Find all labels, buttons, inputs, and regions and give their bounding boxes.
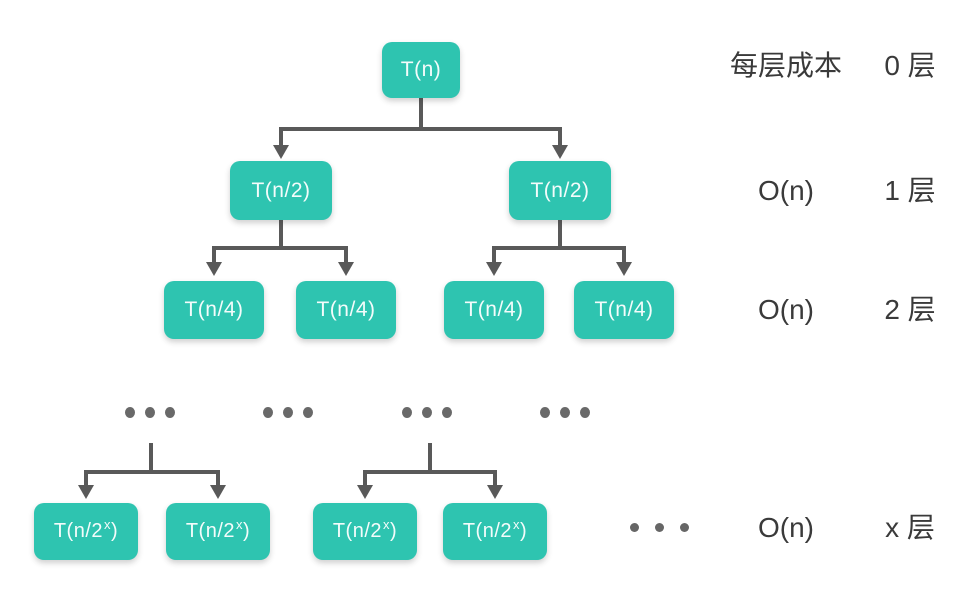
tree-node-level2-1: T(n/4) — [164, 281, 264, 339]
dot-icon — [422, 407, 432, 418]
tree-node-level2-4: T(n/4) — [574, 281, 674, 339]
node-label-exponent: x — [383, 517, 390, 532]
dot-icon — [165, 407, 175, 418]
dot-icon — [540, 407, 550, 418]
ellipsis-dots-levelx — [630, 523, 689, 532]
node-label: T(n/2 — [53, 520, 103, 542]
node-label-exponent: x — [104, 517, 111, 532]
node-label: ) — [390, 520, 398, 542]
cost-label-level1: O(n) — [758, 175, 814, 206]
tree-node-root: T(n) — [382, 42, 460, 98]
cost-label-level2: O(n) — [758, 294, 814, 325]
connector-levelx-left — [78, 443, 226, 499]
node-label-exponent: x — [236, 517, 243, 532]
dot-icon — [125, 407, 135, 418]
dot-icon — [630, 523, 639, 532]
dot-icon — [283, 407, 293, 418]
dot-icon — [402, 407, 412, 418]
ellipsis-dots-2 — [263, 407, 313, 418]
tree-node-level1-left: T(n/2) — [230, 161, 332, 220]
dot-icon — [263, 407, 273, 418]
ellipsis-dots-1 — [125, 407, 175, 418]
tree-node-level2-3: T(n/4) — [444, 281, 544, 339]
connector-root-to-level1 — [273, 96, 568, 159]
connector-level1-right-to-level2 — [486, 219, 632, 276]
dot-icon — [680, 523, 689, 532]
dot-icon — [655, 523, 664, 532]
node-label: ) — [243, 520, 251, 542]
ellipsis-dots-3 — [402, 407, 452, 418]
node-label-exponent: x — [513, 517, 520, 532]
node-label: T(n/2 — [462, 520, 512, 542]
level-label-2: 2 层 — [884, 294, 936, 325]
dot-icon — [580, 407, 590, 418]
node-label: T(n/2 — [332, 520, 382, 542]
ellipsis-dots-4 — [540, 407, 590, 418]
cost-label-levelx: O(n) — [758, 512, 814, 543]
dot-icon — [145, 407, 155, 418]
level-label-1: 1 层 — [884, 175, 936, 206]
connector-level1-left-to-level2 — [206, 219, 354, 276]
cost-column-header: 每层成本 — [729, 50, 842, 81]
node-label: ) — [111, 520, 119, 542]
dot-icon — [303, 407, 313, 418]
node-label: ) — [520, 520, 528, 542]
node-label: T(n/2 — [185, 520, 235, 542]
dot-icon — [442, 407, 452, 418]
tree-node-level2-2: T(n/4) — [296, 281, 396, 339]
level-label-0: 0 层 — [884, 50, 936, 81]
connector-levelx-right — [357, 443, 503, 499]
level-label-x: x 层 — [885, 512, 935, 543]
tree-node-level1-right: T(n/2) — [509, 161, 611, 220]
dot-icon — [560, 407, 570, 418]
